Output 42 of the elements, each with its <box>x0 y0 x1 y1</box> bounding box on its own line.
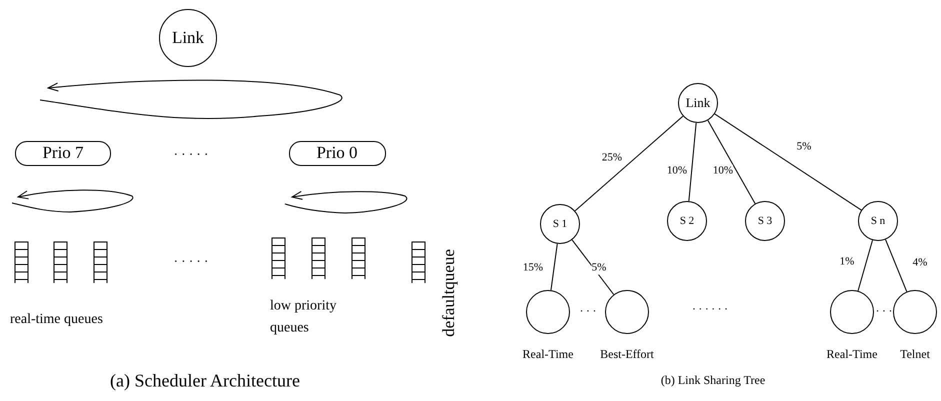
caption: (b) Link Sharing Tree <box>660 374 766 388</box>
node-circle <box>858 201 898 241</box>
leaf-label: Telnet <box>900 348 930 362</box>
leaf-circle <box>893 290 937 334</box>
edge-label: 5% <box>592 262 606 274</box>
node-label: Link <box>686 95 710 111</box>
caption: (a) Scheduler Architecture <box>110 370 300 392</box>
ellipsis: · · · <box>876 306 892 318</box>
node-label: S 1 <box>552 218 568 230</box>
ellipsis: · · · · · <box>174 148 208 162</box>
tree-edge <box>707 120 756 204</box>
rounded-box <box>15 140 111 166</box>
leaf-circle <box>526 290 570 334</box>
tree-edge <box>688 122 697 202</box>
node-circle <box>667 201 707 241</box>
leaf-label: Real-Time <box>522 348 574 362</box>
leaf-label: Real-Time <box>826 348 878 362</box>
ellipsis: · · · · · · <box>692 304 728 316</box>
node-circle <box>540 204 580 244</box>
tree-edge <box>885 239 908 292</box>
node-label: Prio 7 <box>42 143 84 163</box>
tree-edge <box>574 116 684 212</box>
leaf-circle <box>605 290 649 334</box>
leaf-circle <box>830 290 874 334</box>
tree-edge <box>858 240 873 292</box>
leaf-label: Best-Effort <box>600 348 654 362</box>
node-circle <box>678 83 718 123</box>
queue-label: low priority queues <box>270 298 338 338</box>
tree-edge <box>572 239 614 295</box>
rounded-box <box>288 140 386 166</box>
node-circle <box>745 201 785 241</box>
ellipsis: · · · <box>580 306 596 318</box>
vertical-label: defaultqueue <box>439 249 459 337</box>
node-label: S 3 <box>758 215 772 227</box>
node-label: Prio 0 <box>316 143 358 163</box>
ellipsis: · · · · · <box>174 254 208 270</box>
tree-edge <box>714 113 862 211</box>
node-label: Link <box>172 28 204 48</box>
node-label: S 2 <box>680 215 694 227</box>
node-label: S n <box>870 215 886 227</box>
tree-edge <box>550 243 558 291</box>
queue-label: real-time queues <box>10 312 103 328</box>
